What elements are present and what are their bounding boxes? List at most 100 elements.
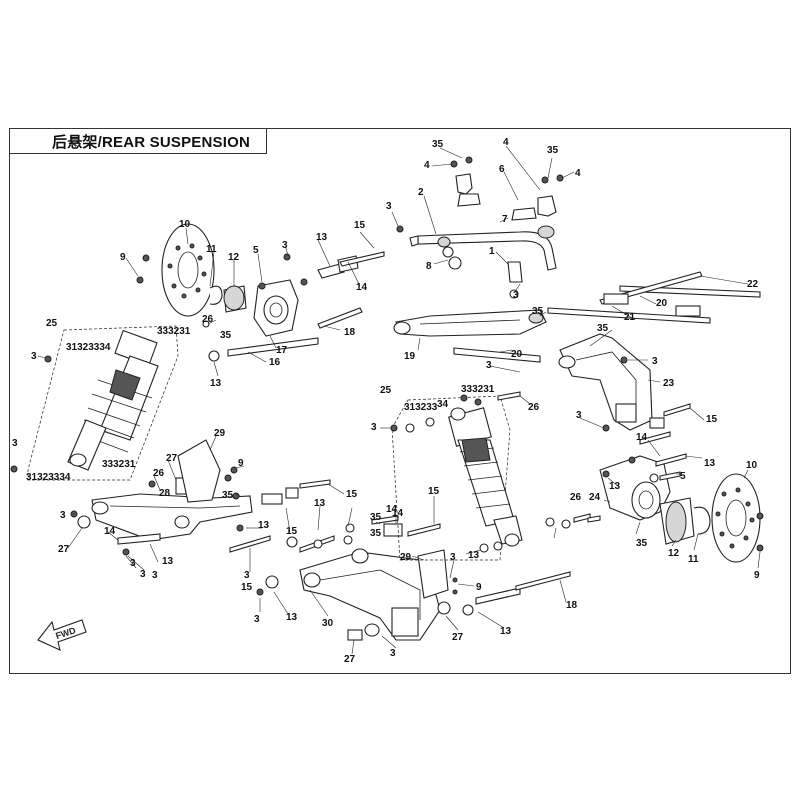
callout-c66: 24 (589, 492, 601, 503)
left-shock-absorber (10, 325, 179, 481)
callout-c78: 15 (286, 526, 298, 537)
callout-c63: 15 (346, 489, 358, 500)
callout-c88: 18 (566, 600, 578, 611)
callout-c18: 12 (228, 252, 240, 263)
callout-c54: 29 (214, 428, 226, 439)
callout-c14: 20 (656, 298, 668, 309)
callout-c30: 3 (486, 360, 492, 371)
callout-c68: 35 (636, 538, 648, 549)
callout-c12: 3 (513, 290, 519, 301)
callout-c53: 10 (746, 460, 758, 471)
upper-control-arm (393, 309, 547, 337)
callout-c21: 13 (316, 232, 328, 243)
callout-c48: 3 (576, 410, 582, 421)
bolt-16 (202, 320, 319, 362)
callout-c77: 3 (140, 569, 146, 580)
callout-c79: 13 (258, 520, 270, 531)
callout-c65: 13 (609, 481, 621, 492)
callout-c75: 14 (104, 526, 116, 537)
callout-c98: 3 (130, 558, 136, 569)
callout-c37: 17 (276, 345, 288, 356)
callout-c3: 4 (503, 137, 509, 148)
callout-c39: 13 (210, 378, 222, 389)
callout-c8: 3 (386, 201, 392, 212)
callout-c50: 14 (636, 432, 648, 443)
callout-c1: 35 (432, 139, 444, 150)
callout-c57: 31323334 (26, 472, 71, 483)
callout-c51: 13 (704, 458, 716, 469)
callout-c16: 10 (179, 219, 191, 230)
callout-c76: 13 (162, 556, 174, 567)
left-lower-arm (70, 439, 331, 556)
callout-c35: 26 (202, 314, 214, 325)
callout-c58: 28 (159, 488, 171, 499)
callout-c15: 15 (354, 220, 366, 231)
callout-c32: 3 (652, 356, 658, 367)
callout-c80: 3 (244, 570, 250, 581)
leader-lines (37, 145, 761, 655)
callout-c87: 13 (500, 626, 512, 637)
callout-c26: 21 (624, 312, 636, 323)
stabilizer-bar (396, 156, 564, 299)
callout-c72: 11 (688, 554, 699, 565)
callout-c36: 35 (220, 330, 232, 341)
callout-c25: 35 (532, 306, 544, 317)
callout-c7: 2 (418, 187, 424, 198)
callout-c89: 35 (370, 512, 382, 523)
trailing-arm-23 (558, 333, 653, 432)
callout-c28: 19 (404, 351, 416, 362)
callout-c81: 13 (314, 498, 326, 509)
callout-c17: 11 (206, 244, 217, 255)
callout-c13: 22 (747, 279, 759, 290)
callout-c91: 27 (344, 654, 356, 665)
center-lower-arm (256, 515, 571, 641)
callout-c45: 34 (437, 399, 449, 410)
callout-c60: 26 (153, 468, 165, 479)
callout-c70: 15 (428, 486, 440, 497)
callout-c96: 35 (370, 528, 382, 539)
callout-c29: 20 (511, 349, 523, 360)
left-hub-assembly (136, 223, 385, 337)
callout-c94: 15 (241, 582, 253, 593)
callout-c83: 29 (400, 552, 412, 563)
callout-c44: 313233 (404, 402, 438, 413)
callout-c82: 30 (322, 618, 334, 629)
callout-c40: 3 (31, 351, 37, 362)
callout-c69: 14 (386, 504, 398, 515)
callout-c34: 333231 (157, 326, 191, 337)
callout-c27: 35 (597, 323, 609, 334)
right-hub-assembly (587, 403, 764, 563)
callout-c95: 14 (392, 508, 404, 519)
callout-c92: 3 (254, 614, 260, 625)
callout-c56: 333231 (102, 459, 136, 470)
callout-c62: 35 (222, 490, 234, 501)
callout-c4: 6 (499, 164, 505, 175)
callout-c85: 9 (476, 582, 482, 593)
callout-c42: 25 (380, 385, 392, 396)
callout-c5: 35 (547, 145, 559, 156)
callout-c46: 26 (528, 402, 540, 413)
callout-c9: 7 (502, 214, 508, 225)
callout-labels: 35 4 4 6 35 4 2 3 7 8 1 3 22 20 15 10 11… (12, 137, 760, 665)
callout-c22: 9 (120, 252, 126, 263)
callout-c23: 14 (356, 282, 368, 293)
page-title: 后悬架/REAR SUSPENSION (52, 134, 250, 151)
disc-holes-left (167, 243, 207, 299)
callout-c31: 23 (663, 378, 675, 389)
diagram-frame (9, 128, 791, 674)
callout-c90: 3 (390, 648, 396, 659)
callout-c6: 4 (575, 168, 581, 179)
fwd-arrow: FWD (37, 619, 87, 651)
callout-c74: 27 (58, 544, 70, 555)
callout-c10: 8 (426, 261, 432, 272)
callout-c2: 4 (424, 160, 430, 171)
title-box (9, 128, 267, 154)
callout-c64: 3 (60, 510, 66, 521)
callout-c86: 27 (452, 632, 464, 643)
callout-c99: 13 (468, 550, 480, 561)
callout-c97: 13 (286, 612, 298, 623)
callout-c67: 26 (570, 492, 582, 503)
center-shock-absorber (390, 391, 591, 561)
disc-holes-right (715, 487, 755, 549)
